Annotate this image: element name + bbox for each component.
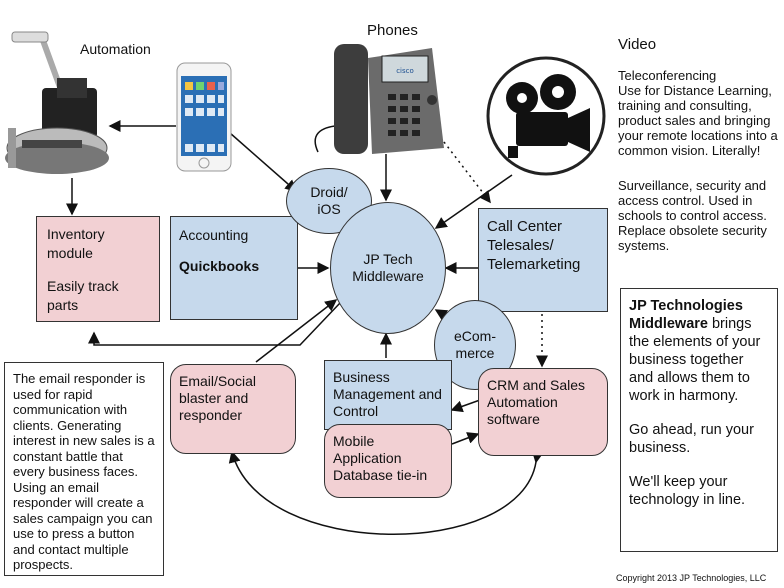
accounting-box: Accounting Quickbooks bbox=[170, 216, 298, 320]
email-responder-note: The email responder is used for rapid co… bbox=[4, 362, 164, 576]
middleware-label: JP Tech Middleware bbox=[352, 251, 424, 284]
dotted-arrow-phone-to-callcenter bbox=[443, 141, 491, 204]
droid-ios-label: Droid/ iOS bbox=[310, 184, 348, 217]
jp-intro-rest: brings the elements of your business tog… bbox=[629, 316, 761, 404]
call-center-box: Call Center Telesales/ Telemarketing bbox=[478, 208, 608, 312]
arrow-phone-to-droid bbox=[229, 132, 298, 192]
crm-label: CRM and Sales Automation software bbox=[487, 377, 586, 427]
floor-machine-image bbox=[5, 31, 109, 174]
ecommerce-label: eCom- merce bbox=[453, 328, 496, 361]
jp-keep-tech: We'll keep your technology in line. bbox=[629, 474, 746, 508]
jp-intro: JP Technologies Middleware brings the el… bbox=[629, 297, 769, 405]
phone-cord bbox=[314, 125, 336, 153]
arc-crm-email bbox=[228, 450, 544, 535]
business-management-box: Business Management and Control bbox=[324, 360, 452, 430]
svg-text:cisco: cisco bbox=[396, 67, 414, 75]
phones-label: Phones bbox=[367, 22, 418, 39]
jp-technologies-box: JP Technologies Middleware brings the el… bbox=[620, 288, 778, 552]
jp-run-business: Go ahead, run your business. bbox=[629, 422, 754, 456]
inventory-module-box: Inventory module Easily track parts bbox=[36, 216, 160, 322]
quickbooks-label: Quickbooks bbox=[179, 258, 260, 274]
arrow-email-to-middleware bbox=[255, 299, 338, 363]
film-camera-image bbox=[486, 56, 606, 176]
copyright-text: Copyright 2013 JP Technologies, LLC bbox=[616, 573, 767, 583]
email-social-label: Email/Social blaster and responder bbox=[179, 373, 257, 423]
arrow-middleware-to-inventory bbox=[88, 302, 341, 346]
automation-label: Automation bbox=[80, 41, 151, 57]
call-center-label: Call Center Telesales/ Telemarketing bbox=[487, 218, 581, 273]
smartphone-image bbox=[176, 62, 232, 172]
inventory-title: Inventory module bbox=[47, 226, 105, 261]
arrow-crm-to-business bbox=[450, 399, 481, 413]
jp-bold-lead: JP Technologies Middleware bbox=[629, 298, 743, 332]
desk-phone-image: cisco bbox=[334, 44, 444, 154]
crm-box: CRM and Sales Automation software bbox=[478, 368, 608, 456]
mobile-application-label: Mobile Application Database tie-in bbox=[333, 433, 428, 483]
video-description: Teleconferencing Use for Distance Learni… bbox=[618, 68, 778, 158]
inventory-subtitle: Easily track parts bbox=[47, 278, 119, 313]
surveillance-description: Surveillance, security and access contro… bbox=[618, 178, 767, 253]
video-label: Video bbox=[618, 36, 657, 53]
arrow-mobile-to-crm bbox=[451, 432, 480, 445]
email-responder-text: The email responder is used for rapid co… bbox=[13, 371, 155, 572]
arrow-camera-to-middleware bbox=[434, 174, 513, 229]
accounting-title: Accounting bbox=[179, 227, 249, 243]
business-management-label: Business Management and Control bbox=[333, 369, 442, 419]
email-social-box: Email/Social blaster and responder bbox=[170, 364, 296, 454]
mobile-application-box: Mobile Application Database tie-in bbox=[324, 424, 452, 498]
middleware-node: JP Tech Middleware bbox=[330, 202, 446, 334]
